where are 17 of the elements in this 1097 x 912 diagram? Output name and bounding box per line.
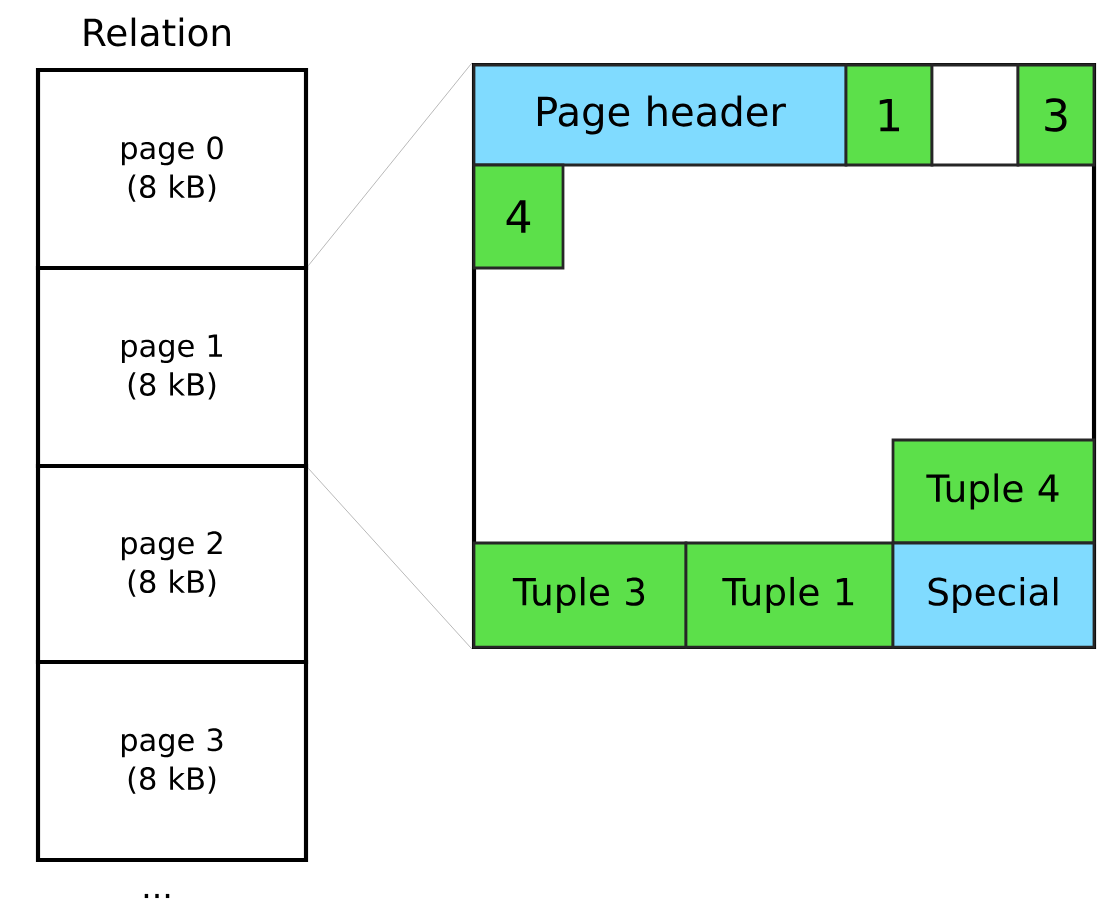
tuple-box: Tuple 3 <box>472 541 688 649</box>
item-pointer-box: 3 <box>1016 63 1096 167</box>
page-box: page 2 (8 kB) <box>35 463 309 665</box>
item-pointer-box: 1 <box>844 63 934 167</box>
ellipsis: ... <box>144 893 170 899</box>
tuple-box: Tuple 4 <box>891 438 1096 545</box>
title: Relation <box>84 17 230 47</box>
item-pointer-box: 4 <box>472 163 565 270</box>
page-header-box: Page header <box>472 63 848 167</box>
free-slot-box <box>930 63 1020 167</box>
page-box: page 3 (8 kB) <box>35 659 309 863</box>
page-box: page 0 (8 kB) <box>35 67 309 271</box>
zoom-line <box>307 467 473 650</box>
special-space-box: Special <box>891 541 1096 649</box>
page-box: page 1 (8 kB) <box>35 265 309 469</box>
tuple-box: Tuple 1 <box>684 541 895 649</box>
zoom-line <box>307 62 473 267</box>
